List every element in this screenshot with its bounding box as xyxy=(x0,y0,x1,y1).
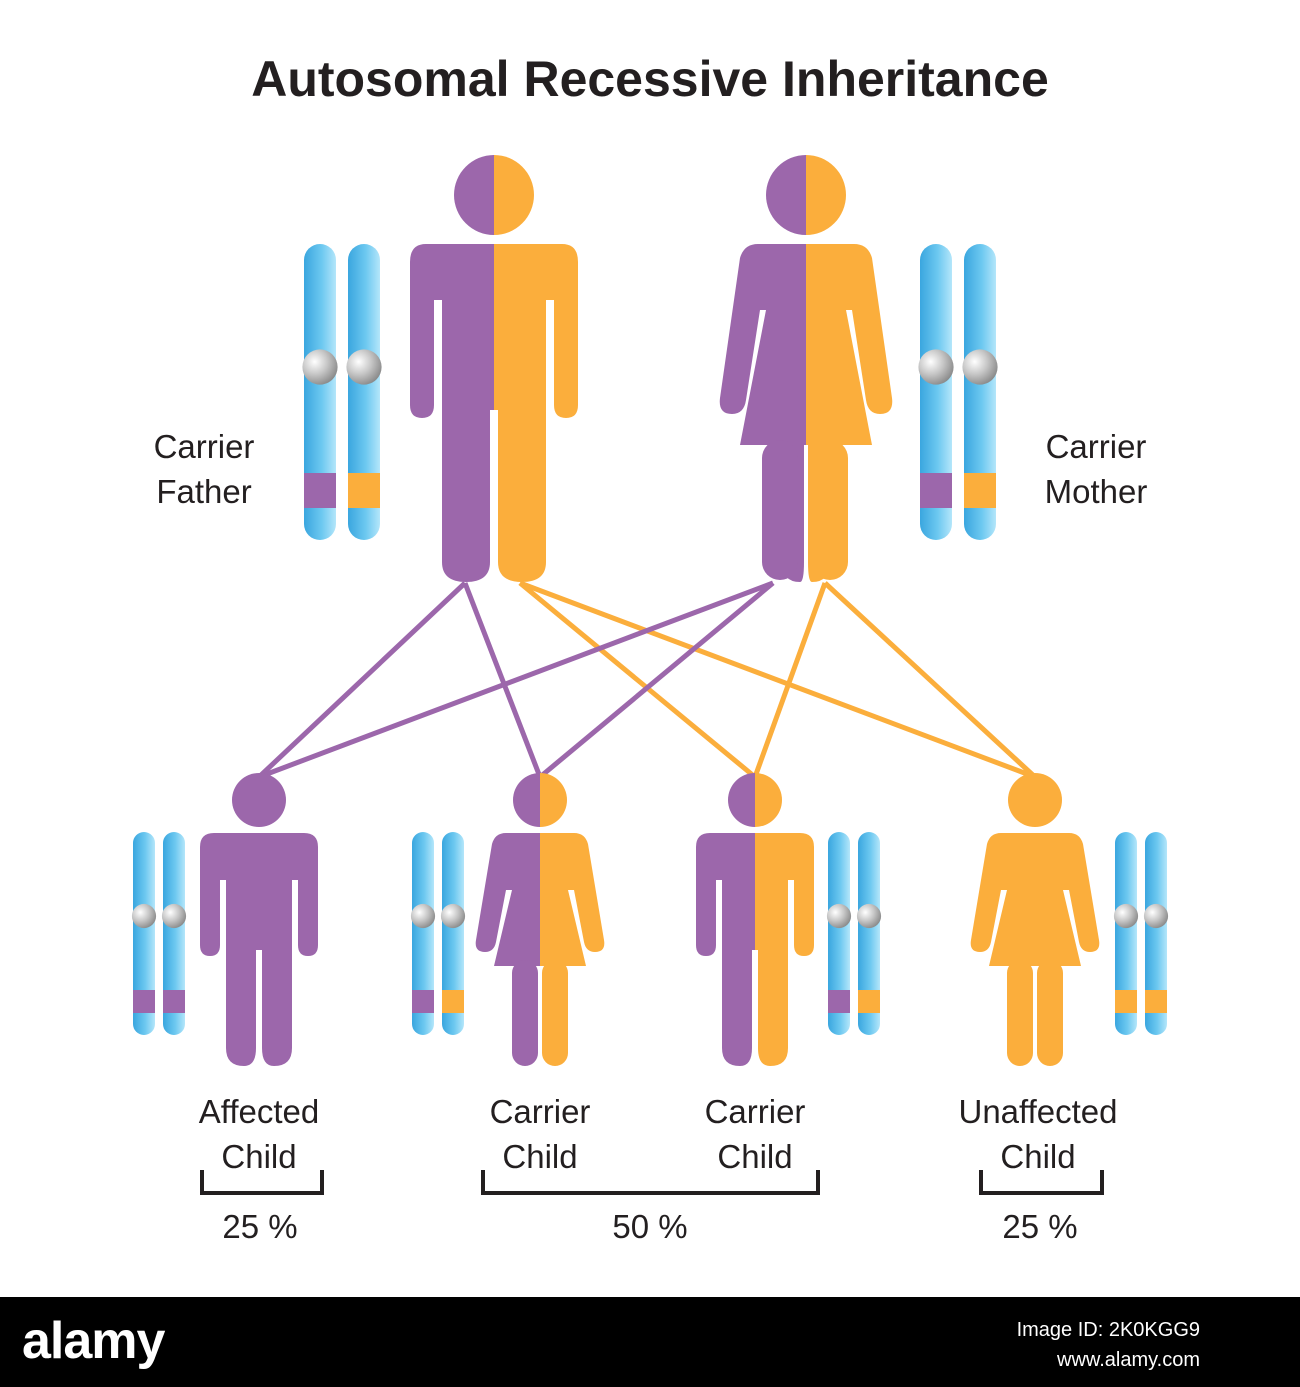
chromosome-left xyxy=(410,832,436,1035)
child-1-label-line2: Child xyxy=(502,1138,577,1175)
chromosome-right xyxy=(440,832,466,1035)
line-mother-dominant-to-unaffected xyxy=(823,581,1037,779)
line-mother-dominant-to-carrier-boy xyxy=(752,582,828,778)
bracket-carriers xyxy=(481,1170,820,1195)
diagram-title: Autosomal Recessive Inheritance xyxy=(251,51,1049,107)
line-father-dominant-to-carrier-boy xyxy=(518,581,757,779)
affected-child-chromosome-pair xyxy=(131,832,187,1035)
allele-band-dominant xyxy=(858,990,880,1013)
alamy-logo: alamy xyxy=(22,1312,165,1370)
centromere xyxy=(962,349,998,385)
chromosome-right xyxy=(1143,832,1169,1035)
father-label-line2: Father xyxy=(156,473,251,510)
bracket-unaffected xyxy=(979,1170,1104,1195)
centromere xyxy=(856,903,882,929)
mother-chromosome-pair xyxy=(918,244,998,540)
centromere xyxy=(918,349,954,385)
chromosome-right xyxy=(346,244,382,540)
centromere xyxy=(440,903,466,929)
line-father-recessive-to-affected xyxy=(257,581,467,779)
chromosome-right xyxy=(962,244,998,540)
allele-band-dominant xyxy=(1145,990,1167,1013)
child-3-label-line1: Unaffected xyxy=(958,1093,1117,1130)
allele-band-dominant xyxy=(964,473,996,508)
centromere xyxy=(346,349,382,385)
mother-label-line1: Carrier xyxy=(1046,428,1147,465)
centromere xyxy=(161,903,187,929)
allele-band-dominant xyxy=(1115,990,1137,1013)
centromere xyxy=(410,903,436,929)
bracket-affected xyxy=(200,1170,324,1195)
chromosome-right xyxy=(856,832,882,1035)
child-2-label-line1: Carrier xyxy=(705,1093,806,1130)
line-father-dominant-to-unaffected xyxy=(519,580,1036,780)
percentage-brackets xyxy=(200,1170,1104,1195)
unaffected-child-chromosome-pair xyxy=(1113,832,1169,1035)
child-0-label-line1: Affected xyxy=(199,1093,319,1130)
chromosome-left xyxy=(1113,832,1139,1035)
percentage-affected: 25 % xyxy=(222,1208,297,1245)
inheritance-diagram: Autosomal Recessive Inheritance xyxy=(131,51,1169,1245)
child-1-label-line1: Carrier xyxy=(490,1093,591,1130)
child-3-label-line2: Child xyxy=(1000,1138,1075,1175)
percentage-carriers: 50 % xyxy=(612,1208,687,1245)
centromere xyxy=(826,903,852,929)
chromosome-left xyxy=(131,832,157,1035)
line-mother-recessive-to-affected xyxy=(258,580,774,780)
footer-url: www.alamy.com xyxy=(1057,1349,1200,1371)
allele-band-dominant xyxy=(442,990,464,1013)
chromosome-left xyxy=(826,832,852,1035)
father-label-line1: Carrier xyxy=(154,428,255,465)
image-id: Image ID: 2K0KGG9 xyxy=(1016,1319,1200,1341)
percentage-unaffected: 25 % xyxy=(1002,1208,1077,1245)
allele-band-recessive xyxy=(412,990,434,1013)
father-figure xyxy=(410,155,578,582)
father-chromosome-pair xyxy=(302,244,382,540)
centromere xyxy=(1143,903,1169,929)
line-father-recessive-to-carrier-girl xyxy=(462,582,543,778)
line-mother-recessive-to-carrier-girl xyxy=(538,581,775,779)
centromere xyxy=(1113,903,1139,929)
centromere xyxy=(302,349,338,385)
allele-band-recessive xyxy=(828,990,850,1013)
watermark-footer: alamy Image ID: 2K0KGG9 www.alamy.com xyxy=(0,1297,1300,1387)
chromosome-right xyxy=(161,832,187,1035)
carrier-child-boy-figure xyxy=(696,773,814,1066)
allele-band-dominant xyxy=(348,473,380,508)
mother-figure xyxy=(719,155,893,582)
unaffected-child-figure xyxy=(970,773,1100,1066)
carrier-child-girl-figure xyxy=(475,773,605,1066)
allele-band-recessive xyxy=(133,990,155,1013)
carrier-girl-chromosome-pair xyxy=(410,832,466,1035)
allele-band-recessive xyxy=(163,990,185,1013)
allele-band-recessive xyxy=(304,473,336,508)
inheritance-lines xyxy=(257,580,1037,780)
centromere xyxy=(131,903,157,929)
child-2-label-line2: Child xyxy=(717,1138,792,1175)
chromosome-left xyxy=(302,244,338,540)
chromosome-left xyxy=(918,244,954,540)
mother-label-line2: Mother xyxy=(1045,473,1148,510)
child-0-label-line2: Child xyxy=(221,1138,296,1175)
affected-child-figure xyxy=(200,773,318,1066)
allele-band-recessive xyxy=(920,473,952,508)
carrier-boy-chromosome-pair xyxy=(826,832,882,1035)
